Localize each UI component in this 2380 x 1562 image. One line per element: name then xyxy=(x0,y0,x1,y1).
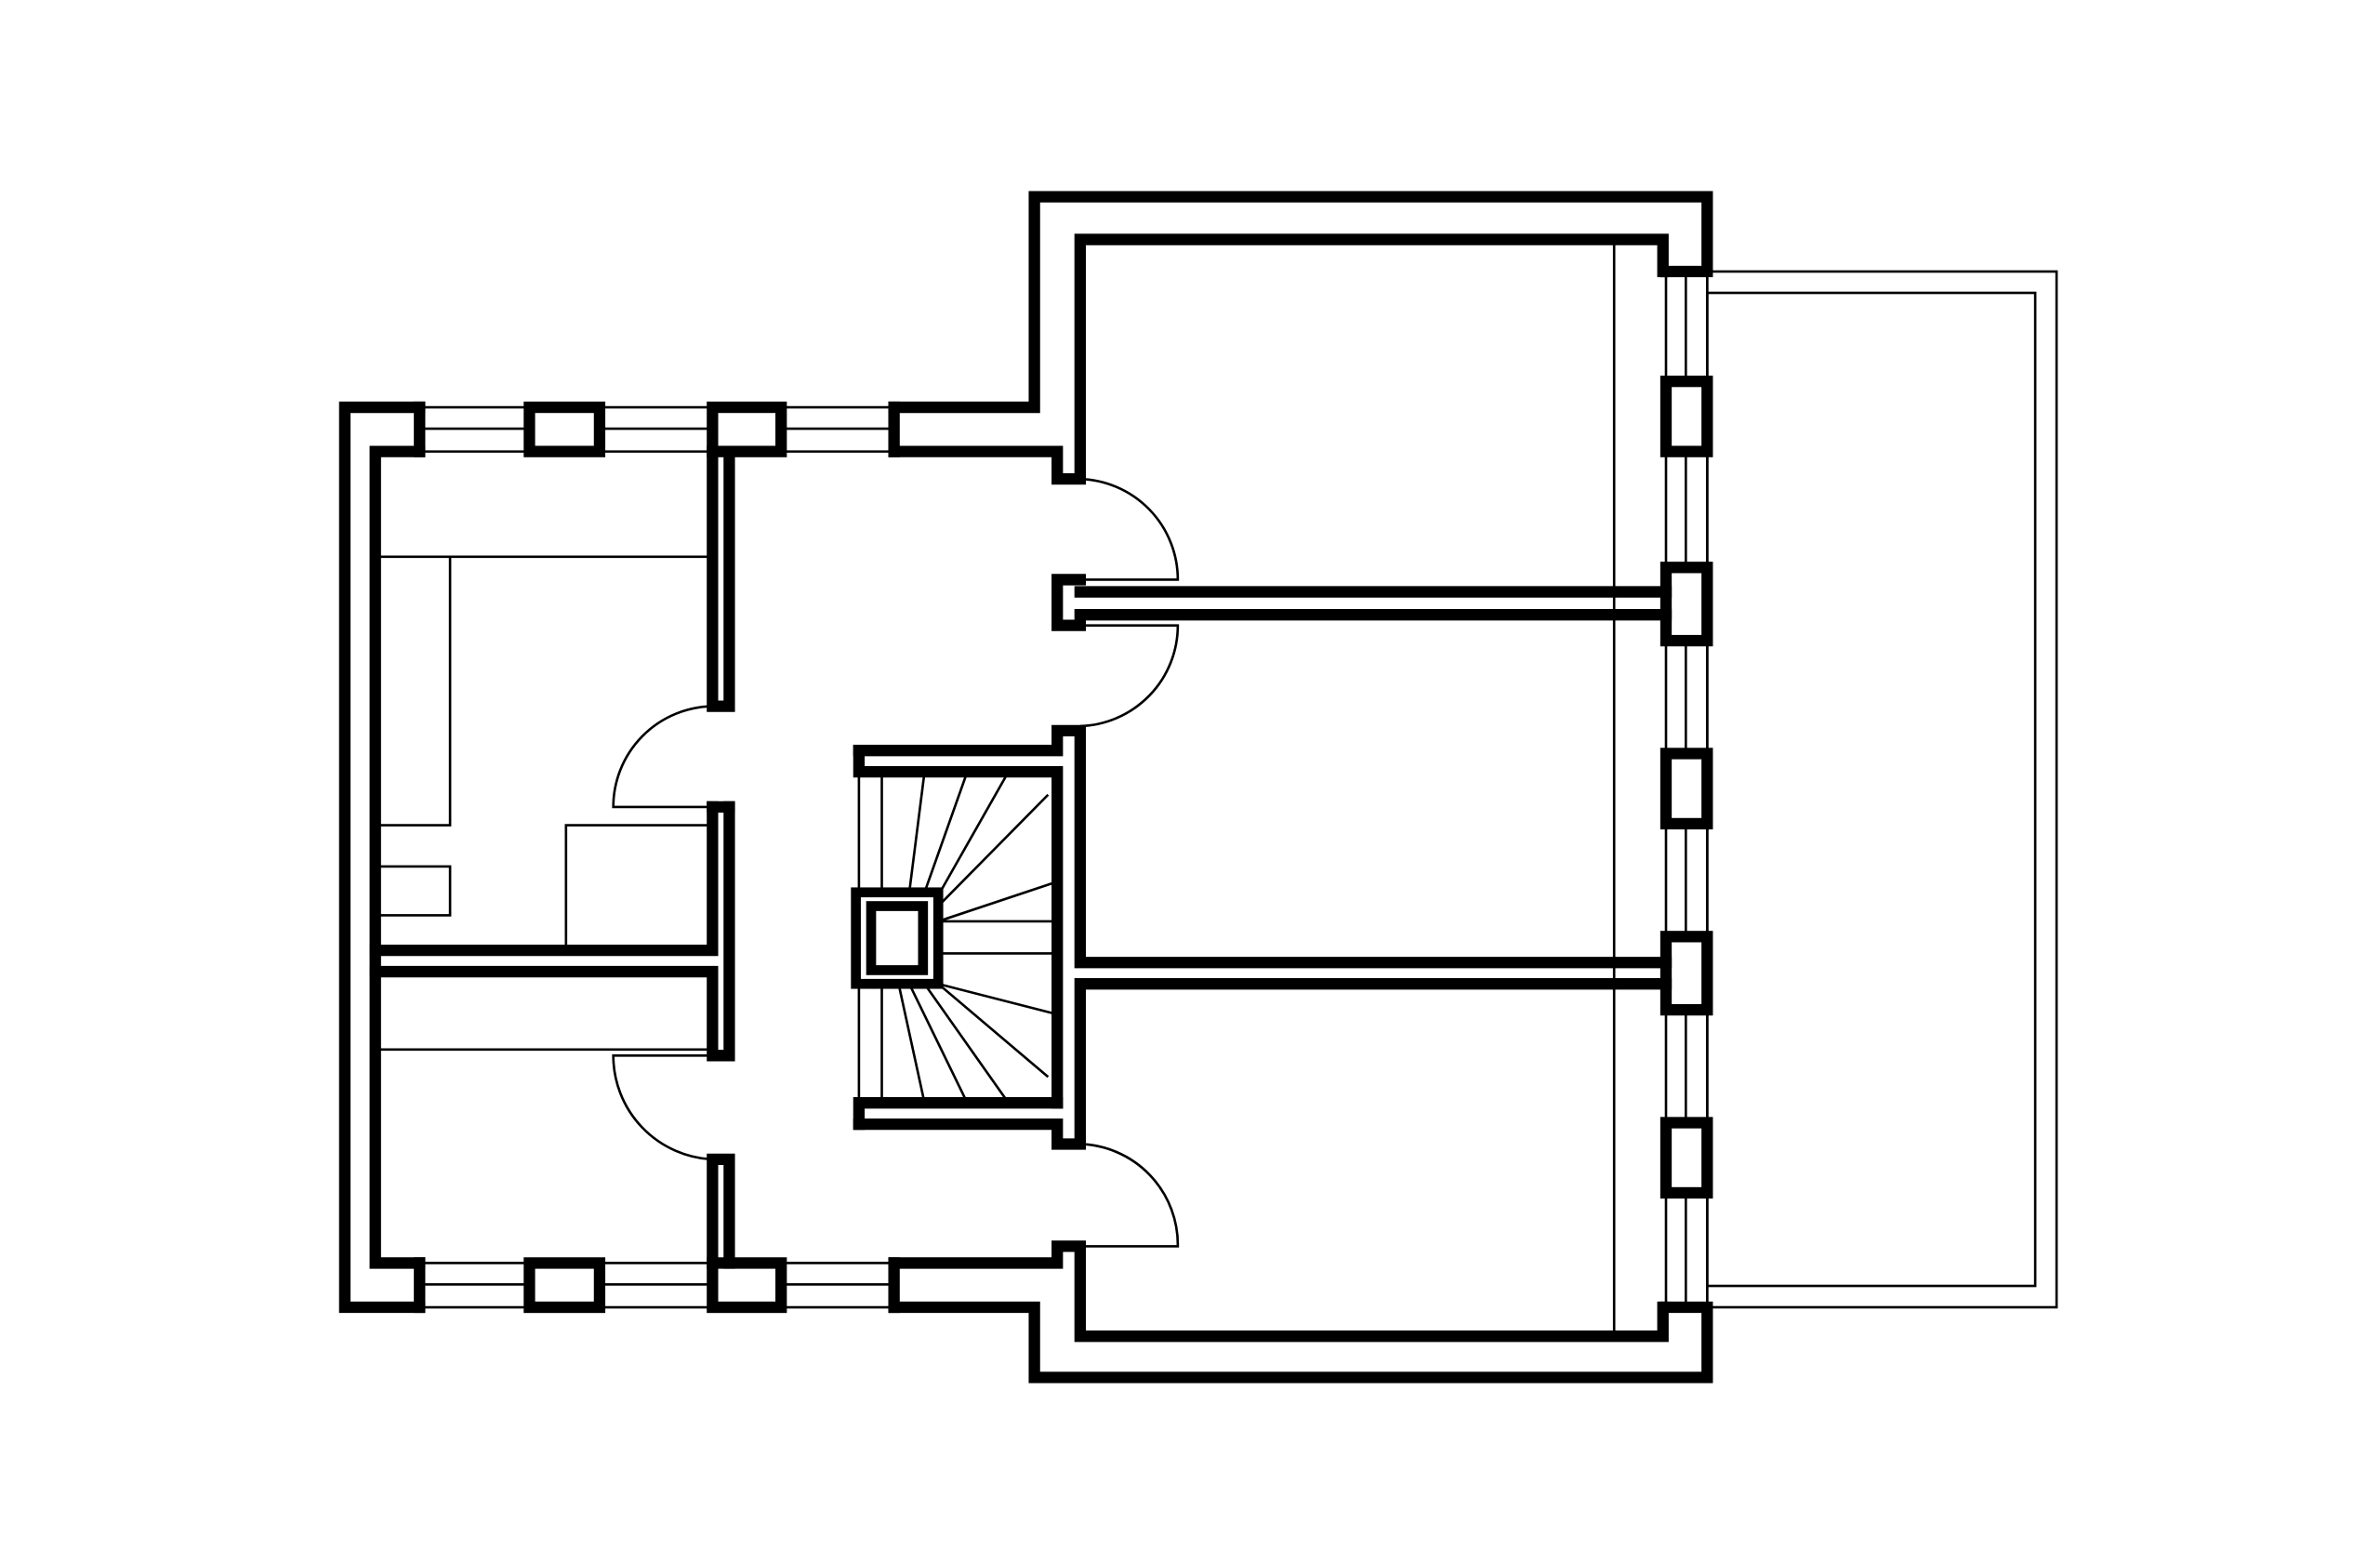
stair-enclosure-bottom xyxy=(853,978,1673,1150)
right-pier-1 xyxy=(1659,376,1713,457)
stair-enclosure-top-inner xyxy=(853,745,1064,1109)
right-pier-4 xyxy=(1659,931,1713,1016)
door-swings xyxy=(612,477,1180,1248)
corridor-left-wall-upper xyxy=(707,445,735,712)
door-bathroom xyxy=(612,705,713,809)
door-lower-right xyxy=(1079,1143,1180,1248)
main-block-top-inner-wall xyxy=(888,233,1669,485)
chimney xyxy=(851,887,944,989)
door-lower-left xyxy=(612,1054,713,1161)
main-block-top-outer-wall xyxy=(888,191,1713,414)
exterior-walls xyxy=(338,191,1713,1383)
upper-door-jamb xyxy=(1051,574,1086,631)
winding-staircase xyxy=(857,771,1058,1104)
stair-enclosure-top xyxy=(853,724,1673,969)
interior-walls xyxy=(369,445,1673,1269)
bottom-pier-2 xyxy=(707,1257,787,1314)
door-middle-right xyxy=(1079,624,1180,728)
top-pier-1 xyxy=(523,401,606,457)
right-pier-3 xyxy=(1659,748,1713,830)
corridor-left-wall-lower xyxy=(707,1153,735,1269)
corridor-left-wall-middle xyxy=(369,801,719,957)
main-block-bottom-inner-wall xyxy=(888,1240,1669,1343)
left-wing-outer-wall xyxy=(338,401,426,1314)
terrace-balcony xyxy=(1705,270,2058,1309)
left-wing-inner-wall xyxy=(369,445,426,1269)
window-piers xyxy=(523,376,1713,1314)
bottom-pier-1 xyxy=(523,1257,606,1314)
chimney-inner xyxy=(866,901,929,975)
right-pier-2 xyxy=(1659,562,1713,647)
right-pier-5 xyxy=(1659,1117,1713,1199)
window-openings xyxy=(419,271,1709,1309)
top-pier-2 xyxy=(707,401,787,457)
upper-rooms-partition xyxy=(1074,586,1673,621)
corridor-left-wall-middle-b xyxy=(369,801,735,1062)
door-upper-right xyxy=(1079,477,1180,581)
terrace-inner xyxy=(1705,291,2037,1288)
main-block-bottom-outer-wall xyxy=(888,1301,1713,1383)
terrace-outer xyxy=(1705,270,2058,1309)
fixtures xyxy=(375,239,1616,1337)
